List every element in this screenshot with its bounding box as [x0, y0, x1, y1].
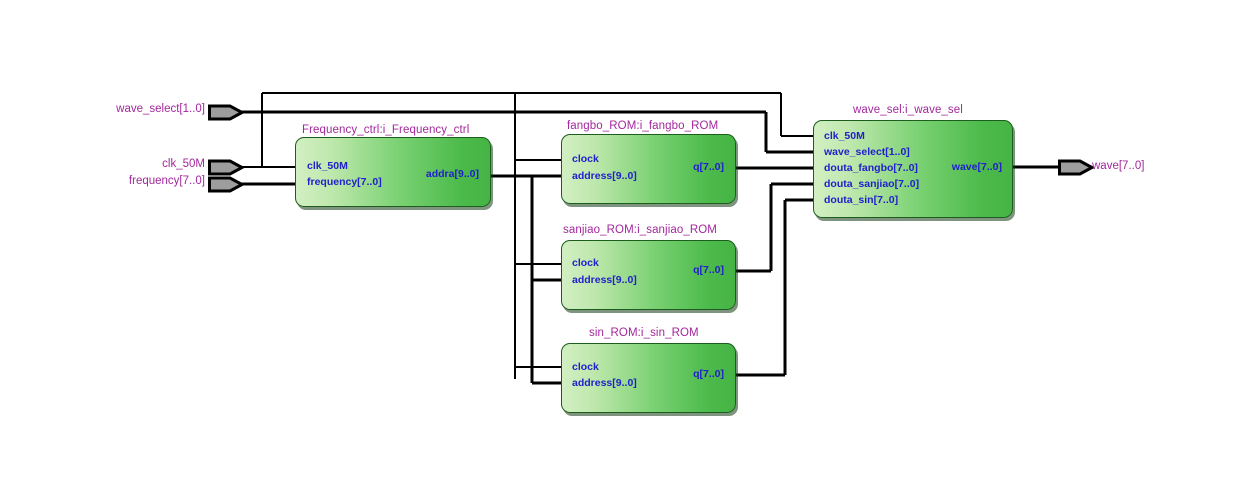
block-title-sin-rom: sin_ROM:i_sin_ROM: [589, 327, 699, 339]
input-port-arrow-icon: [208, 159, 244, 176]
pin-wave-sel-clk-50m: clk_50M: [824, 130, 865, 142]
block-title-wave-sel: wave_sel:i_wave_sel: [853, 104, 963, 116]
pin-sin-rom-q: q[7..0]: [693, 368, 724, 380]
input-port-arrow-icon: [208, 176, 244, 193]
block-sin-rom[interactable]: [561, 343, 736, 413]
block-fangbo-rom[interactable]: [561, 134, 736, 204]
block-wave-sel[interactable]: [813, 120, 1013, 218]
output-port-wave[interactable]: [1058, 159, 1094, 176]
net-wave-select: [236, 110, 813, 154]
output-port-label-wave: wave[7..0]: [1092, 160, 1145, 172]
block-title-sanjiao-rom: sanjiao_ROM:i_sanjiao_ROM: [563, 224, 717, 236]
pin-wave-sel-douta-fangbo: douta_fangbo[7..0]: [824, 162, 918, 174]
pin-frequency-ctrl-addra: addra[9..0]: [425, 168, 479, 180]
pin-sanjiao-rom-q: q[7..0]: [693, 264, 724, 276]
block-title-fangbo-rom: fangbo_ROM:i_fangbo_ROM: [567, 120, 719, 132]
input-port-label-wave-select: wave_select[1..0]: [116, 103, 205, 115]
net-douta-sin: [736, 198, 813, 377]
pin-sin-rom-clock: clock: [572, 361, 599, 373]
input-port-arrow-icon: [208, 104, 244, 121]
pin-frequency-ctrl-frequency: frequency[7..0]: [307, 176, 382, 188]
input-port-label-frequency: frequency[7..0]: [128, 175, 205, 187]
pin-wave-sel-wave: wave[7..0]: [951, 161, 1002, 173]
net-douta-sanjiao: [736, 182, 813, 273]
net-addra: [491, 174, 561, 385]
input-port-wave-select[interactable]: [208, 104, 244, 121]
net-clk-50m: [236, 92, 813, 379]
pin-fangbo-rom-clock: clock: [572, 153, 599, 165]
block-title-frequency-ctrl: Frequency_ctrl:i_Frequency_ctrl: [302, 124, 470, 136]
output-port-arrow-icon: [1058, 159, 1094, 176]
pin-fangbo-rom-address: address[9..0]: [572, 170, 637, 182]
pin-wave-sel-douta-sin: douta_sin[7..0]: [824, 194, 899, 206]
input-port-frequency[interactable]: [208, 176, 244, 193]
block-sanjiao-rom[interactable]: [561, 240, 736, 310]
pin-sanjiao-rom-clock: clock: [572, 257, 599, 269]
input-port-clk-50m[interactable]: [208, 159, 244, 176]
block-frequency-ctrl[interactable]: [295, 137, 491, 207]
pin-wave-sel-douta-sanjiao: douta_sanjiao[7..0]: [824, 178, 920, 190]
pin-wave-sel-wave-select: wave_select[1..0]: [824, 146, 910, 158]
pin-sin-rom-address: address[9..0]: [572, 377, 637, 389]
pin-frequency-ctrl-clk-50m: clk_50M: [307, 160, 348, 172]
pin-fangbo-rom-q: q[7..0]: [693, 161, 724, 173]
pin-sanjiao-rom-address: address[9..0]: [572, 274, 637, 286]
input-port-label-clk-50m: clk_50M: [162, 158, 205, 170]
